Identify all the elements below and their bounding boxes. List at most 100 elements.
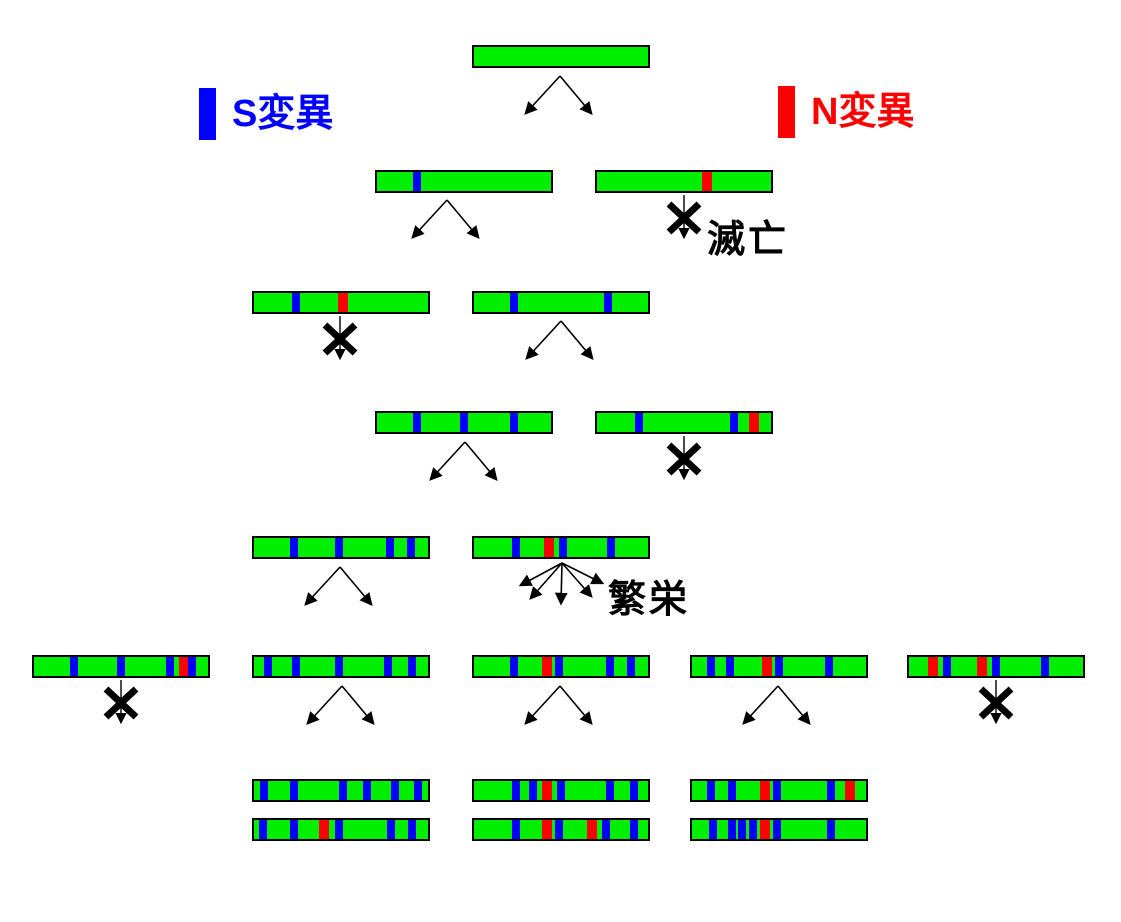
s-mutation-stripe bbox=[630, 781, 639, 800]
extinction-x-stroke bbox=[103, 686, 139, 720]
descent-arrow bbox=[559, 75, 593, 115]
s-mutation-stripe bbox=[707, 781, 716, 800]
n-mutation-stripe bbox=[178, 657, 189, 676]
prosperity-arrow bbox=[518, 562, 563, 587]
prosperity-arrow bbox=[561, 562, 605, 585]
s-mutation-stripe bbox=[607, 538, 616, 557]
genome-bar-gen6-3b bbox=[690, 818, 868, 841]
descent-arrow bbox=[429, 441, 466, 481]
s-mutation-stripe bbox=[630, 820, 639, 839]
branch-arrows bbox=[304, 566, 373, 606]
s-mutation-stripe bbox=[773, 781, 782, 800]
prosperity-fan-arrows bbox=[518, 562, 605, 606]
s-mutation-stripe bbox=[605, 657, 614, 676]
s-mutation-stripe bbox=[290, 538, 299, 557]
s-mutation-stripe bbox=[992, 657, 1000, 676]
extinction-mark bbox=[103, 680, 139, 725]
s-mutation-stripe bbox=[408, 820, 417, 839]
s-mutation-stripe bbox=[555, 820, 564, 839]
legend-s-mutation: S変異 bbox=[199, 88, 333, 140]
s-mutation-stripe bbox=[773, 820, 782, 839]
prosperity-arrow bbox=[529, 562, 563, 600]
s-mutation-stripe bbox=[413, 781, 422, 800]
descent-arrow bbox=[777, 685, 811, 725]
descent-arrow bbox=[742, 685, 779, 725]
s-mutation-stripe bbox=[363, 781, 372, 800]
s-mutation-stripe bbox=[555, 657, 564, 676]
s-mutation-stripe bbox=[188, 657, 197, 676]
s-mutation-stripe bbox=[738, 820, 747, 839]
s-mutation-stripe bbox=[390, 781, 399, 800]
descent-arrow bbox=[464, 441, 498, 481]
s-mutation-stripe bbox=[728, 820, 737, 839]
genome-bar-gen6-3a bbox=[690, 779, 868, 802]
s-mutation-stripe bbox=[825, 657, 834, 676]
genome-bar-gen3-right bbox=[595, 411, 773, 434]
s-mutation-stripe bbox=[557, 781, 565, 800]
s-mutation-stripe bbox=[726, 657, 735, 676]
s-mutation-stripe bbox=[290, 781, 299, 800]
s-mutation-stripe bbox=[943, 657, 952, 676]
extinction-mark bbox=[978, 680, 1014, 725]
n-mutation-stripe bbox=[761, 657, 772, 676]
genome-bar-gen5-1 bbox=[32, 655, 210, 678]
s-mutation-stripe bbox=[558, 538, 567, 557]
n-mutation-stripe bbox=[748, 413, 759, 432]
extinction-x-stroke bbox=[666, 442, 702, 476]
s-mutation-stripe bbox=[338, 781, 347, 800]
s-mutation-stripe bbox=[383, 657, 392, 676]
s-mutation-stripe bbox=[748, 820, 757, 839]
s-mutation-stripe bbox=[408, 657, 417, 676]
s-mutation-stripe bbox=[258, 820, 267, 839]
s-mutation-stripe bbox=[605, 781, 614, 800]
s-mutation-stripe bbox=[827, 820, 836, 839]
legend-n-mutation: N変異 bbox=[778, 86, 914, 138]
branch-arrows bbox=[742, 685, 811, 725]
s-mutation-stripe bbox=[165, 657, 174, 676]
s-mutation-stripe bbox=[510, 413, 519, 432]
s-mutation-stripe bbox=[728, 781, 737, 800]
s-mutation-stripe bbox=[335, 820, 344, 839]
s-mutation-stripe bbox=[529, 781, 538, 800]
s-mutation-label: S変異 bbox=[232, 93, 334, 135]
descent-arrow bbox=[339, 566, 373, 606]
genome-bar-gen5-3 bbox=[472, 655, 650, 678]
s-mutation-stripe bbox=[335, 657, 344, 676]
s-mutation-stripe bbox=[708, 820, 717, 839]
n-mutation-stripe bbox=[318, 820, 329, 839]
s-mutation-stripe bbox=[510, 657, 519, 676]
extinction-x-stroke bbox=[666, 201, 702, 235]
descent-arrow bbox=[559, 685, 593, 725]
branch-arrows bbox=[429, 441, 498, 481]
branch-arrows bbox=[524, 685, 593, 725]
s-mutation-stripe bbox=[775, 657, 783, 676]
s-mutation-stripe bbox=[291, 657, 300, 676]
s-mutation-stripe bbox=[460, 413, 468, 432]
extinction-x-stroke bbox=[666, 201, 702, 235]
s-mutation-stripe bbox=[511, 820, 520, 839]
n-mutation-stripe bbox=[928, 657, 939, 676]
s-mutation-stripe bbox=[385, 538, 394, 557]
branch-arrows bbox=[525, 320, 594, 360]
s-mutation-stripe bbox=[291, 293, 300, 312]
descent-arrow bbox=[411, 199, 448, 239]
branch-arrows bbox=[411, 199, 480, 239]
s-mutation-stripe bbox=[117, 657, 125, 676]
genome-bar-gen2-right bbox=[472, 291, 650, 314]
genome-bar-gen6-2b bbox=[472, 818, 650, 841]
prosperity-label: 繁栄 bbox=[608, 579, 691, 621]
extinction-x-stroke bbox=[322, 322, 358, 356]
s-mutation-stripe bbox=[1040, 657, 1049, 676]
extinction-label: 滅亡 bbox=[707, 219, 790, 261]
s-mutation-stripe bbox=[602, 820, 611, 839]
genome-bar-gen4-right bbox=[472, 536, 650, 559]
genome-bar-gen5-5 bbox=[907, 655, 1085, 678]
genome-bar-gen6-2a bbox=[472, 779, 650, 802]
prosperity-arrow bbox=[561, 562, 593, 598]
s-mutation-stripe bbox=[413, 172, 422, 191]
s-mutation-stripe bbox=[335, 538, 344, 557]
descent-arrow bbox=[304, 566, 341, 606]
s-mutation-stripe bbox=[511, 538, 520, 557]
s-mutation-stripe bbox=[730, 413, 739, 432]
n-mutation-stripe bbox=[845, 781, 856, 800]
